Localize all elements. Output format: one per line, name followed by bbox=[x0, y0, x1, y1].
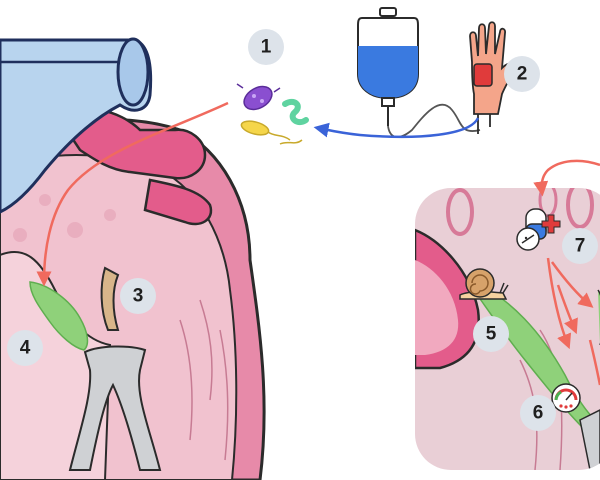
marker-3: 3 bbox=[120, 278, 156, 314]
zoom-panel bbox=[415, 188, 600, 470]
arrow-iv-to-bacteria bbox=[313, 117, 480, 139]
arrow-bacteria-to-vegetation bbox=[36, 101, 229, 287]
aorta-opening bbox=[116, 37, 150, 107]
marker-2-label: 2 bbox=[517, 64, 528, 85]
bacteria-icon bbox=[236, 83, 309, 145]
marker-7-label: 7 bbox=[575, 236, 586, 257]
arrow-medicine-effect-4 bbox=[588, 339, 600, 386]
gauge-icon bbox=[551, 383, 581, 413]
marker-1: 1 bbox=[248, 29, 284, 65]
aorta bbox=[0, 38, 153, 214]
arrow-into-zoom bbox=[533, 159, 600, 197]
arrow-medicine-effect-3 bbox=[556, 284, 578, 335]
valve-leaflet bbox=[100, 266, 120, 331]
marker-5-label: 5 bbox=[486, 324, 497, 345]
arrow-medicine-effect-1 bbox=[546, 257, 572, 350]
iv-tubing bbox=[387, 103, 481, 138]
heart-illustration bbox=[0, 37, 266, 480]
arrow-medicine-effect-2 bbox=[550, 261, 594, 308]
medicine-icon bbox=[516, 208, 561, 251]
vessel-branch bbox=[143, 178, 213, 226]
marker-6-label: 6 bbox=[533, 403, 544, 424]
marker-2: 2 bbox=[504, 56, 540, 92]
hand-catheter-icon bbox=[469, 21, 517, 134]
iv-bag-icon bbox=[357, 7, 419, 126]
snail-icon bbox=[459, 268, 509, 300]
marker-6: 6 bbox=[520, 395, 556, 431]
marker-7: 7 bbox=[562, 228, 598, 264]
marker-4-label: 4 bbox=[20, 338, 31, 359]
marker-5: 5 bbox=[473, 316, 509, 352]
vegetation bbox=[29, 281, 89, 351]
chordae-tendineae bbox=[68, 345, 162, 471]
marker-4: 4 bbox=[7, 330, 43, 366]
marker-1-label: 1 bbox=[261, 37, 272, 58]
marker-3-label: 3 bbox=[133, 286, 144, 307]
